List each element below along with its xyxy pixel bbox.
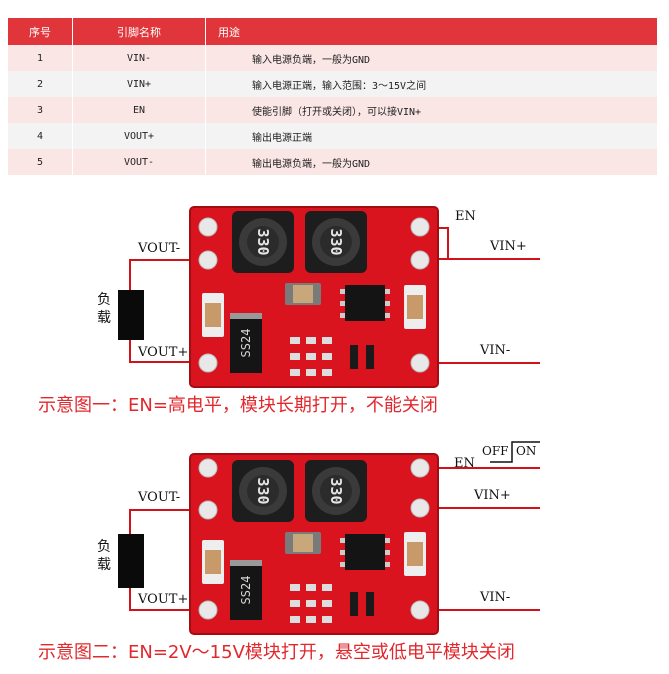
label-off: OFF <box>482 444 509 458</box>
cell-name: VIN- <box>72 45 206 71</box>
diagram-1-drawing: 330 330 SS24 <box>118 206 540 388</box>
label-vin-plus: VIN+ <box>490 239 527 254</box>
caption-2: 示意图二：EN=2V～15V模块打开，悬空或低电平模块关闭 <box>38 642 515 663</box>
pin-table: 序号 引脚名称 用途 1 VIN- 输入电源负端，一般为GND 2 VIN+ 输… <box>8 18 658 175</box>
wire-vout-plus <box>129 340 202 363</box>
inductor-left-label: 330 <box>254 228 272 255</box>
diode <box>230 313 262 373</box>
label-vout-minus: VOUT- <box>138 490 181 505</box>
cell-no: 5 <box>8 149 73 175</box>
wires <box>129 467 540 611</box>
cell-name: VIN+ <box>72 71 206 97</box>
mount-holes <box>198 458 430 620</box>
inductor-right <box>305 460 367 522</box>
module-board: 330 330 SS24 <box>189 453 439 635</box>
diode-label: SS24 <box>239 576 253 605</box>
module-board: 330 330 SS24 <box>189 206 439 388</box>
table-header-row: 序号 引脚名称 用途 <box>8 18 658 45</box>
inductor-right-label: 330 <box>327 477 345 504</box>
label-vout-plus: VOUT+ <box>138 592 189 607</box>
label-vin-plus: VIN+ <box>474 488 511 503</box>
diode <box>230 560 262 620</box>
inductor-left <box>232 460 294 522</box>
mount-holes <box>198 217 430 373</box>
label-on: ON <box>516 444 537 458</box>
table-row: 2 VIN+ 输入电源正端，输入范围：3～15V之间 <box>8 71 658 97</box>
ic-chip <box>340 285 390 321</box>
wiring-diagram-2: 330 330 SS24 <box>0 438 669 663</box>
caption-1: 示意图一：EN=高电平，模块长期打开，不能关闭 <box>38 395 438 416</box>
label-vout-minus: VOUT- <box>138 241 181 256</box>
label-load: 负载 <box>97 292 111 326</box>
label-en: EN <box>455 209 476 224</box>
cell-no: 4 <box>8 123 73 149</box>
cell-use: 使能引脚（打开或关闭），可以接VIN+ <box>205 97 658 123</box>
pads <box>290 337 374 376</box>
pads <box>290 584 374 623</box>
diode-label: SS24 <box>239 329 253 358</box>
cell-use: 输入电源负端，一般为GND <box>205 45 658 71</box>
load-block <box>118 534 144 588</box>
table-row: 1 VIN- 输入电源负端，一般为GND <box>8 45 658 71</box>
label-vin-minus: VIN- <box>480 343 511 358</box>
cell-use: 输入电源正端，输入范围：3～15V之间 <box>205 71 658 97</box>
header-no: 序号 <box>8 18 73 45</box>
header-use: 用途 <box>205 18 658 45</box>
cell-no: 1 <box>8 45 73 71</box>
diagram-2-drawing: 330 330 SS24 <box>118 441 540 635</box>
off-on-step <box>490 441 540 463</box>
wire-vout-minus <box>129 259 202 290</box>
label-vin-minus: VIN- <box>480 590 511 605</box>
load-block <box>118 290 144 340</box>
capacitors <box>202 532 426 584</box>
wiring-diagram-1: 330 330 SS24 <box>0 195 669 416</box>
wire-vout-plus <box>129 588 202 611</box>
wire-vout-minus <box>129 509 202 534</box>
header-name: 引脚名称 <box>72 18 206 45</box>
pcb-edge <box>189 206 439 388</box>
capacitors <box>202 283 426 337</box>
inductor-right <box>305 211 367 273</box>
label-load: 负载 <box>97 539 111 573</box>
cell-name: VOUT- <box>72 149 206 175</box>
cell-name: EN <box>72 97 206 123</box>
table-row: 4 VOUT+ 输出电源正端 <box>8 123 658 149</box>
label-vout-plus: VOUT+ <box>138 345 189 360</box>
table-row: 3 EN 使能引脚（打开或关闭），可以接VIN+ <box>8 97 658 123</box>
cell-name: VOUT+ <box>72 123 206 149</box>
cell-use: 输出电源负端，一般为GND <box>205 149 658 175</box>
inductor-left-label: 330 <box>254 477 272 504</box>
inductor-right-label: 330 <box>327 228 345 255</box>
label-en: EN <box>454 456 475 471</box>
cell-no: 2 <box>8 71 73 97</box>
cell-use: 输出电源正端 <box>205 123 658 149</box>
table-row: 5 VOUT- 输出电源负端，一般为GND <box>8 149 658 175</box>
inductor-left <box>232 211 294 273</box>
cell-no: 3 <box>8 97 73 123</box>
ic-chip <box>340 534 390 570</box>
pcb-edge <box>189 453 439 635</box>
